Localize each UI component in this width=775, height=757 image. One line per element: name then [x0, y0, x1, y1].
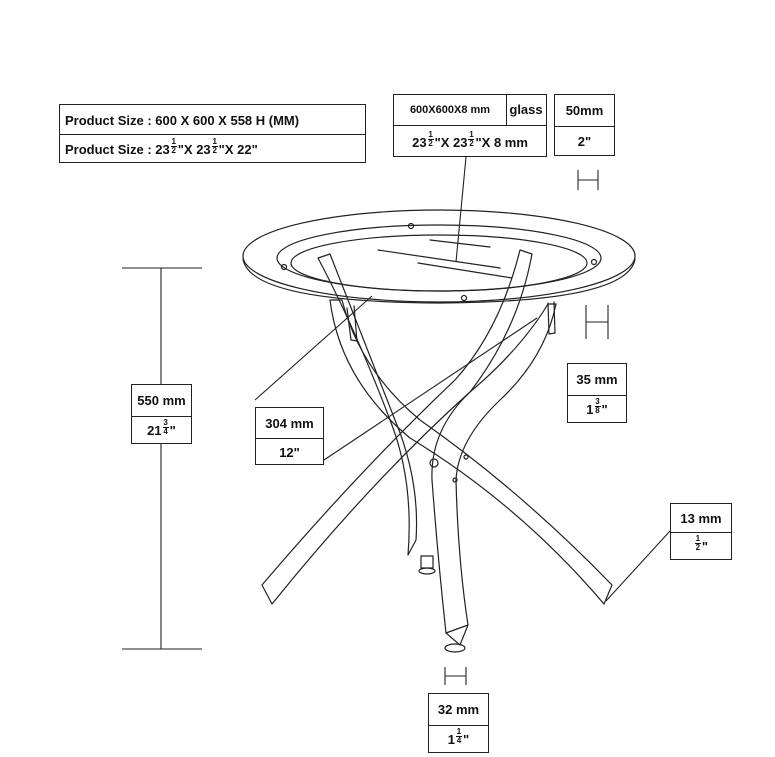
height-metric: 550 mm — [137, 393, 186, 408]
table-leg-right — [329, 299, 613, 605]
top-thickness-imperial: 2" — [577, 134, 592, 149]
top-thickness-metric: 50mm — [565, 103, 604, 118]
leg-span-box: 304 mm 12" — [255, 407, 324, 465]
leg-span-imperial: 12" — [279, 444, 300, 460]
ring-thickness-metric: 35 mm — [576, 372, 618, 387]
product-size-box: Product Size : 600 X 600 X 558 H (MM) Pr… — [59, 104, 366, 163]
leg-thickness-metric: 13 mm — [680, 510, 722, 526]
glass-top-outer — [242, 209, 636, 303]
foot-pad-front — [444, 643, 466, 653]
foot-pad-rear — [418, 567, 436, 575]
foot-width-metric: 32 mm — [437, 702, 480, 717]
foot-adjuster-rear — [420, 555, 434, 569]
product-size-metric: Product Size : 600 X 600 X 558 H (MM) — [65, 112, 300, 128]
product-size-imperial-suffix: X 22" — [224, 142, 258, 157]
product-size-imperial-mid: X 23 — [183, 142, 211, 157]
table-leg-left — [261, 249, 533, 605]
top-thickness-box: 50mm 2" — [554, 94, 615, 156]
glass-size-metric: 600X600X8 mm — [409, 104, 491, 116]
glass-material: glass — [509, 101, 543, 117]
foot-front — [445, 624, 469, 646]
product-size-imperial-prefix: Product Size : 23 — [65, 142, 170, 157]
leg-span-metric: 304 mm — [265, 415, 314, 431]
table-leg-front — [431, 303, 557, 634]
